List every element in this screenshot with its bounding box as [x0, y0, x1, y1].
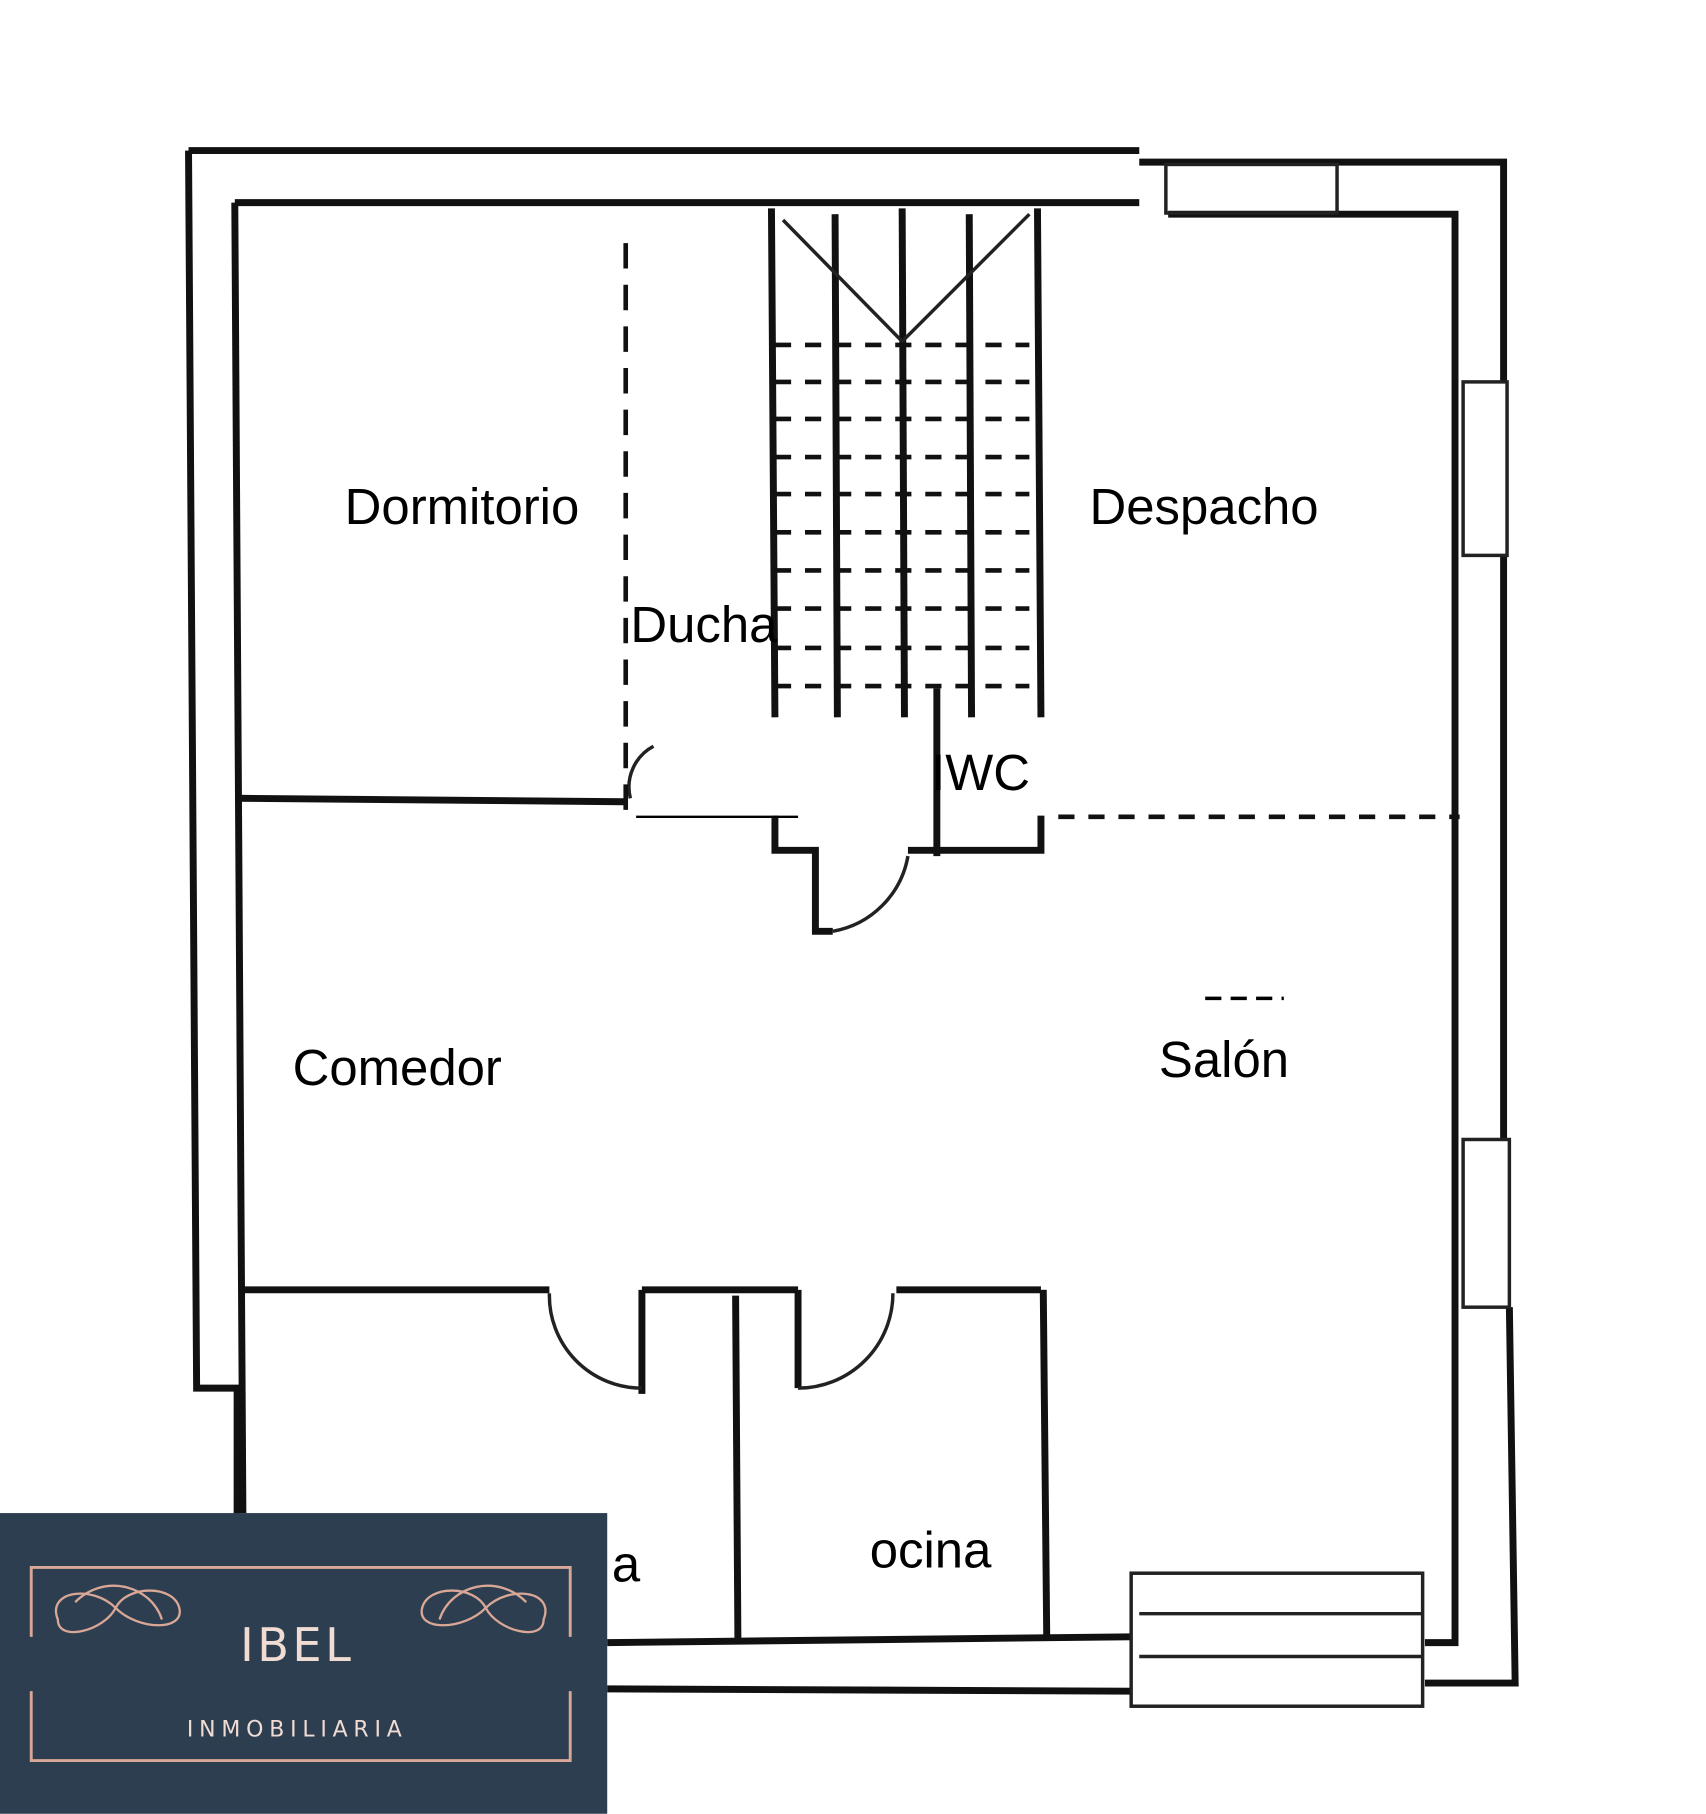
wc-block [627, 688, 1045, 935]
room-label-salon: Salón [1159, 1031, 1289, 1088]
room-label-ducha: Ducha [630, 596, 778, 653]
ibel-logo: IBEL INMOBILIARIA [0, 1513, 608, 1814]
room-label-iwc: IWC [931, 744, 1030, 801]
room-label-comedor: Comedor [293, 1039, 502, 1096]
room-label-dormitorio: Dormitorio [345, 478, 580, 535]
logo-subtitle: INMOBILIARIA [187, 1717, 408, 1742]
room-label-cocina: ocina [870, 1521, 992, 1578]
room-label-despacho: Despacho [1090, 478, 1319, 535]
walls [185, 147, 1519, 1708]
ornament-left-icon [54, 1584, 181, 1634]
staircase [767, 208, 1045, 718]
ornament-right-icon [420, 1584, 547, 1634]
logo-name: IBEL [240, 1618, 354, 1672]
room-label-partial: a [612, 1535, 641, 1592]
